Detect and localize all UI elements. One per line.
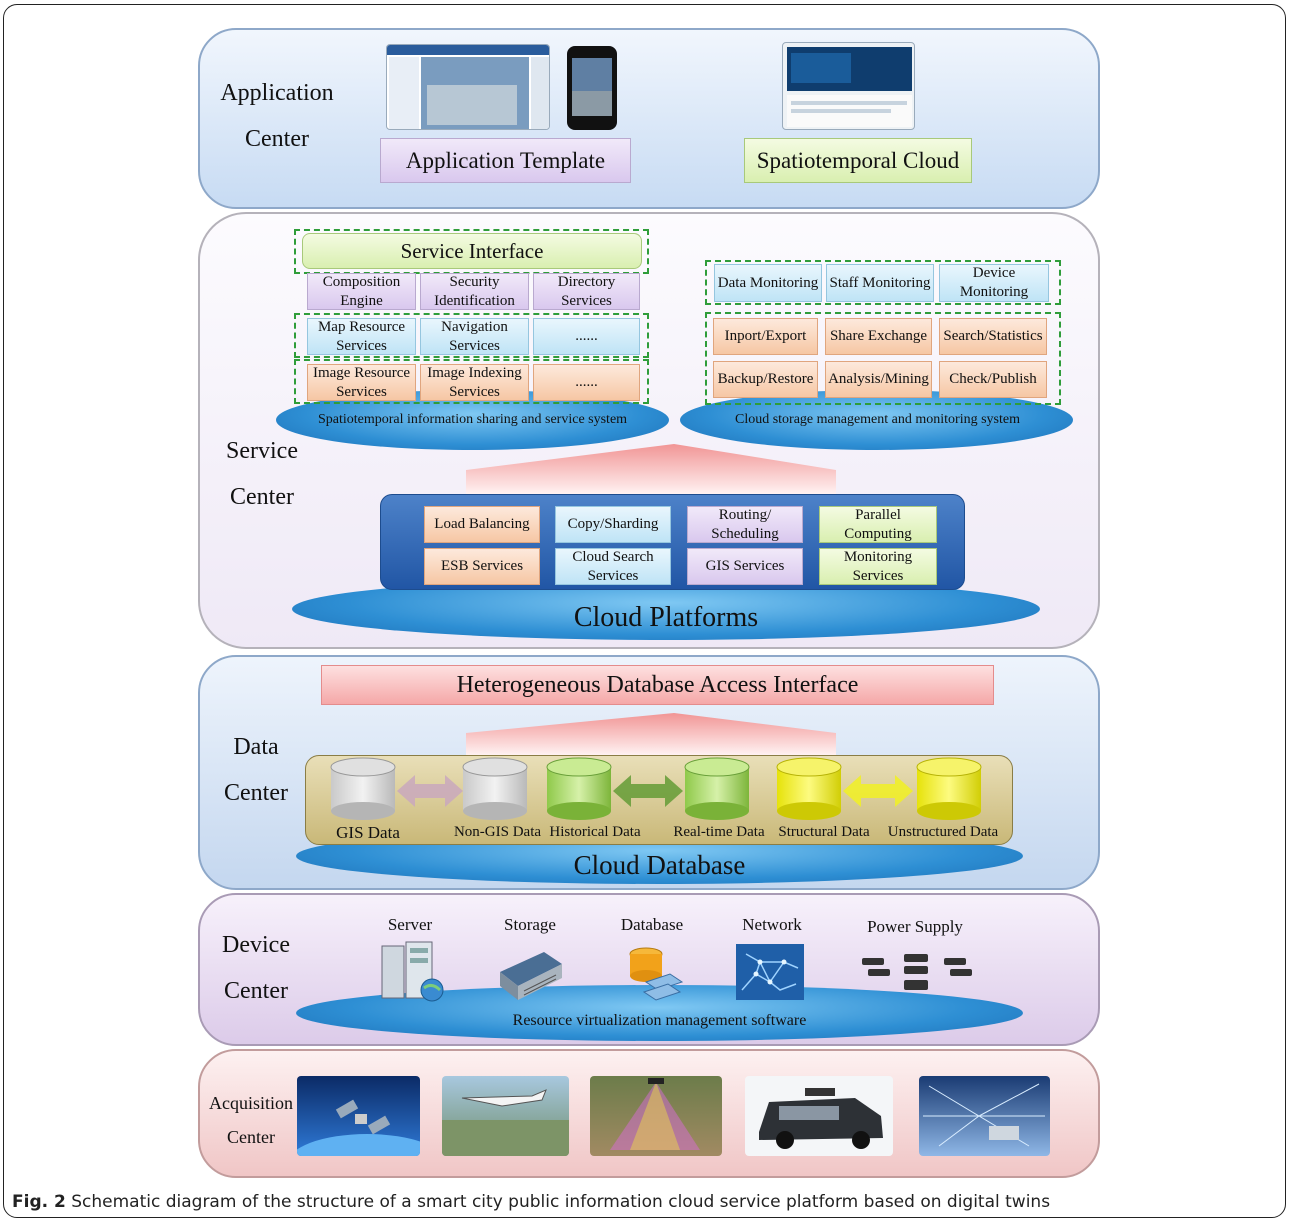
power-supply-label: Power Supply — [867, 917, 963, 936]
map-services-ellipsis-box: ...... — [533, 318, 640, 355]
data-center-label: Data Center — [224, 734, 288, 806]
security-identification-box: Security Identification — [420, 273, 529, 310]
non-gis-data-cylinder — [462, 757, 528, 820]
storage-label: Storage — [504, 915, 556, 934]
image-services-ellipsis-box: ...... — [533, 364, 640, 401]
satellite-image — [297, 1076, 420, 1156]
acquisition-center-label: Acquisition Center — [209, 1093, 293, 1147]
service-interface-box: Service Interface — [302, 233, 642, 269]
image-resource-services-box: Image Resource Services — [307, 364, 416, 401]
unstructured-data-label: Unstructured Data — [887, 824, 999, 840]
application-template-box: Application Template — [380, 138, 631, 183]
figure-number: Fig. 2 — [12, 1192, 66, 1212]
gis-data-cylinder — [330, 757, 396, 820]
real-time-data-label: Real-time Data — [673, 824, 765, 840]
structure-exchange-arrow — [843, 775, 913, 807]
check-publish-box: Check/Publish — [939, 361, 1047, 398]
image-indexing-services-box: Image Indexing Services — [420, 364, 529, 401]
database-icon — [629, 947, 684, 1001]
data-up-arrow — [466, 713, 836, 755]
heterogeneous-database-interface-box: Heterogeneous Database Access Interface — [321, 665, 994, 705]
esb-services-box: ESB Services — [424, 548, 540, 585]
navigation-services-box: Navigation Services — [420, 318, 529, 355]
monitoring-services-box: Monitoring Services — [819, 548, 937, 585]
share-exchange-box: Share Exchange — [825, 318, 932, 355]
management-dashed-frame — [705, 312, 1061, 405]
right-storage-platform-disc — [680, 390, 1073, 450]
spatiotemporal-cloud-box: Spatiotemporal Cloud — [744, 138, 972, 183]
web-app-screenshot-image — [386, 44, 550, 130]
directory-services-box: Directory Services — [533, 273, 640, 310]
composition-engine-box: Composition Engine — [307, 273, 416, 310]
network-label: Network — [742, 915, 802, 934]
service-up-arrow — [466, 444, 836, 494]
inport-export-box: Inport/Export — [713, 318, 818, 355]
cloud-database-label: Cloud Database — [573, 850, 746, 880]
application-center-label: Application Center — [220, 80, 334, 152]
gis-data-label: GIS Data — [336, 823, 400, 842]
real-time-data-cylinder — [684, 757, 750, 820]
server-icon — [381, 941, 444, 1002]
figure-caption: Fig. 2 Schematic diagram of the structur… — [12, 1192, 1050, 1212]
power-supply-icon — [862, 954, 972, 990]
storage-icon — [500, 952, 562, 1000]
gis-exchange-arrow — [397, 775, 463, 807]
server-label: Server — [387, 915, 433, 934]
network-icon — [736, 944, 804, 1000]
left-platform-caption: Spatiotemporal information sharing and s… — [317, 412, 628, 427]
database-device-label: Database — [620, 915, 684, 934]
cloud-platforms-label: Cloud Platforms — [573, 602, 759, 633]
right-platform-caption: Cloud storage management and monitoring … — [734, 412, 1020, 427]
device-center-label: Device Center — [222, 932, 290, 1004]
unstructured-data-cylinder — [916, 757, 982, 820]
structural-data-label: Structural Data — [778, 824, 870, 840]
mobile-app-screenshot-image — [567, 46, 617, 130]
load-balancing-box: Load Balancing — [424, 506, 540, 543]
device-monitoring-box: Device Monitoring — [939, 264, 1049, 302]
database-cylinders-graphic — [330, 757, 982, 820]
structural-data-cylinder — [776, 757, 842, 820]
historical-data-label: Historical Data — [549, 824, 641, 840]
gis-services-box: GIS Services — [687, 548, 803, 585]
mapping-vehicle-image — [745, 1076, 893, 1156]
virtualization-software-label: Resource virtualization management softw… — [512, 1012, 807, 1029]
search-statistics-box: Search/Statistics — [939, 318, 1047, 355]
map-resource-services-box: Map Resource Services — [307, 318, 416, 355]
caption-text: Schematic diagram of the structure of a … — [65, 1192, 1051, 1212]
sensor-network-image — [919, 1076, 1050, 1156]
drone-survey-image — [590, 1076, 722, 1156]
backup-restore-box: Backup/Restore — [713, 361, 818, 398]
spatiotemporal-cloud-screenshot-image — [782, 42, 915, 130]
copy-sharding-box: Copy/Sharding — [555, 506, 671, 543]
aircraft-image — [442, 1076, 569, 1156]
analysis-mining-box: Analysis/Mining — [825, 361, 932, 398]
service-center-label: Service Center — [226, 438, 298, 510]
non-gis-data-label: Non-GIS Data — [453, 824, 542, 840]
cloud-search-services-box: Cloud Search Services — [555, 548, 671, 585]
routing-scheduling-box: Routing/ Scheduling — [687, 506, 803, 543]
data-monitoring-box: Data Monitoring — [714, 264, 822, 302]
staff-monitoring-box: Staff Monitoring — [826, 264, 934, 302]
time-exchange-arrow — [613, 775, 683, 807]
historical-data-cylinder — [546, 757, 612, 820]
image-services-dashed-frame — [294, 359, 649, 404]
parallel-computing-box: Parallel Computing — [819, 506, 937, 543]
map-services-dashed-frame — [294, 313, 649, 358]
monitoring-dashed-frame — [705, 260, 1061, 305]
figure-frame — [3, 4, 1286, 1218]
